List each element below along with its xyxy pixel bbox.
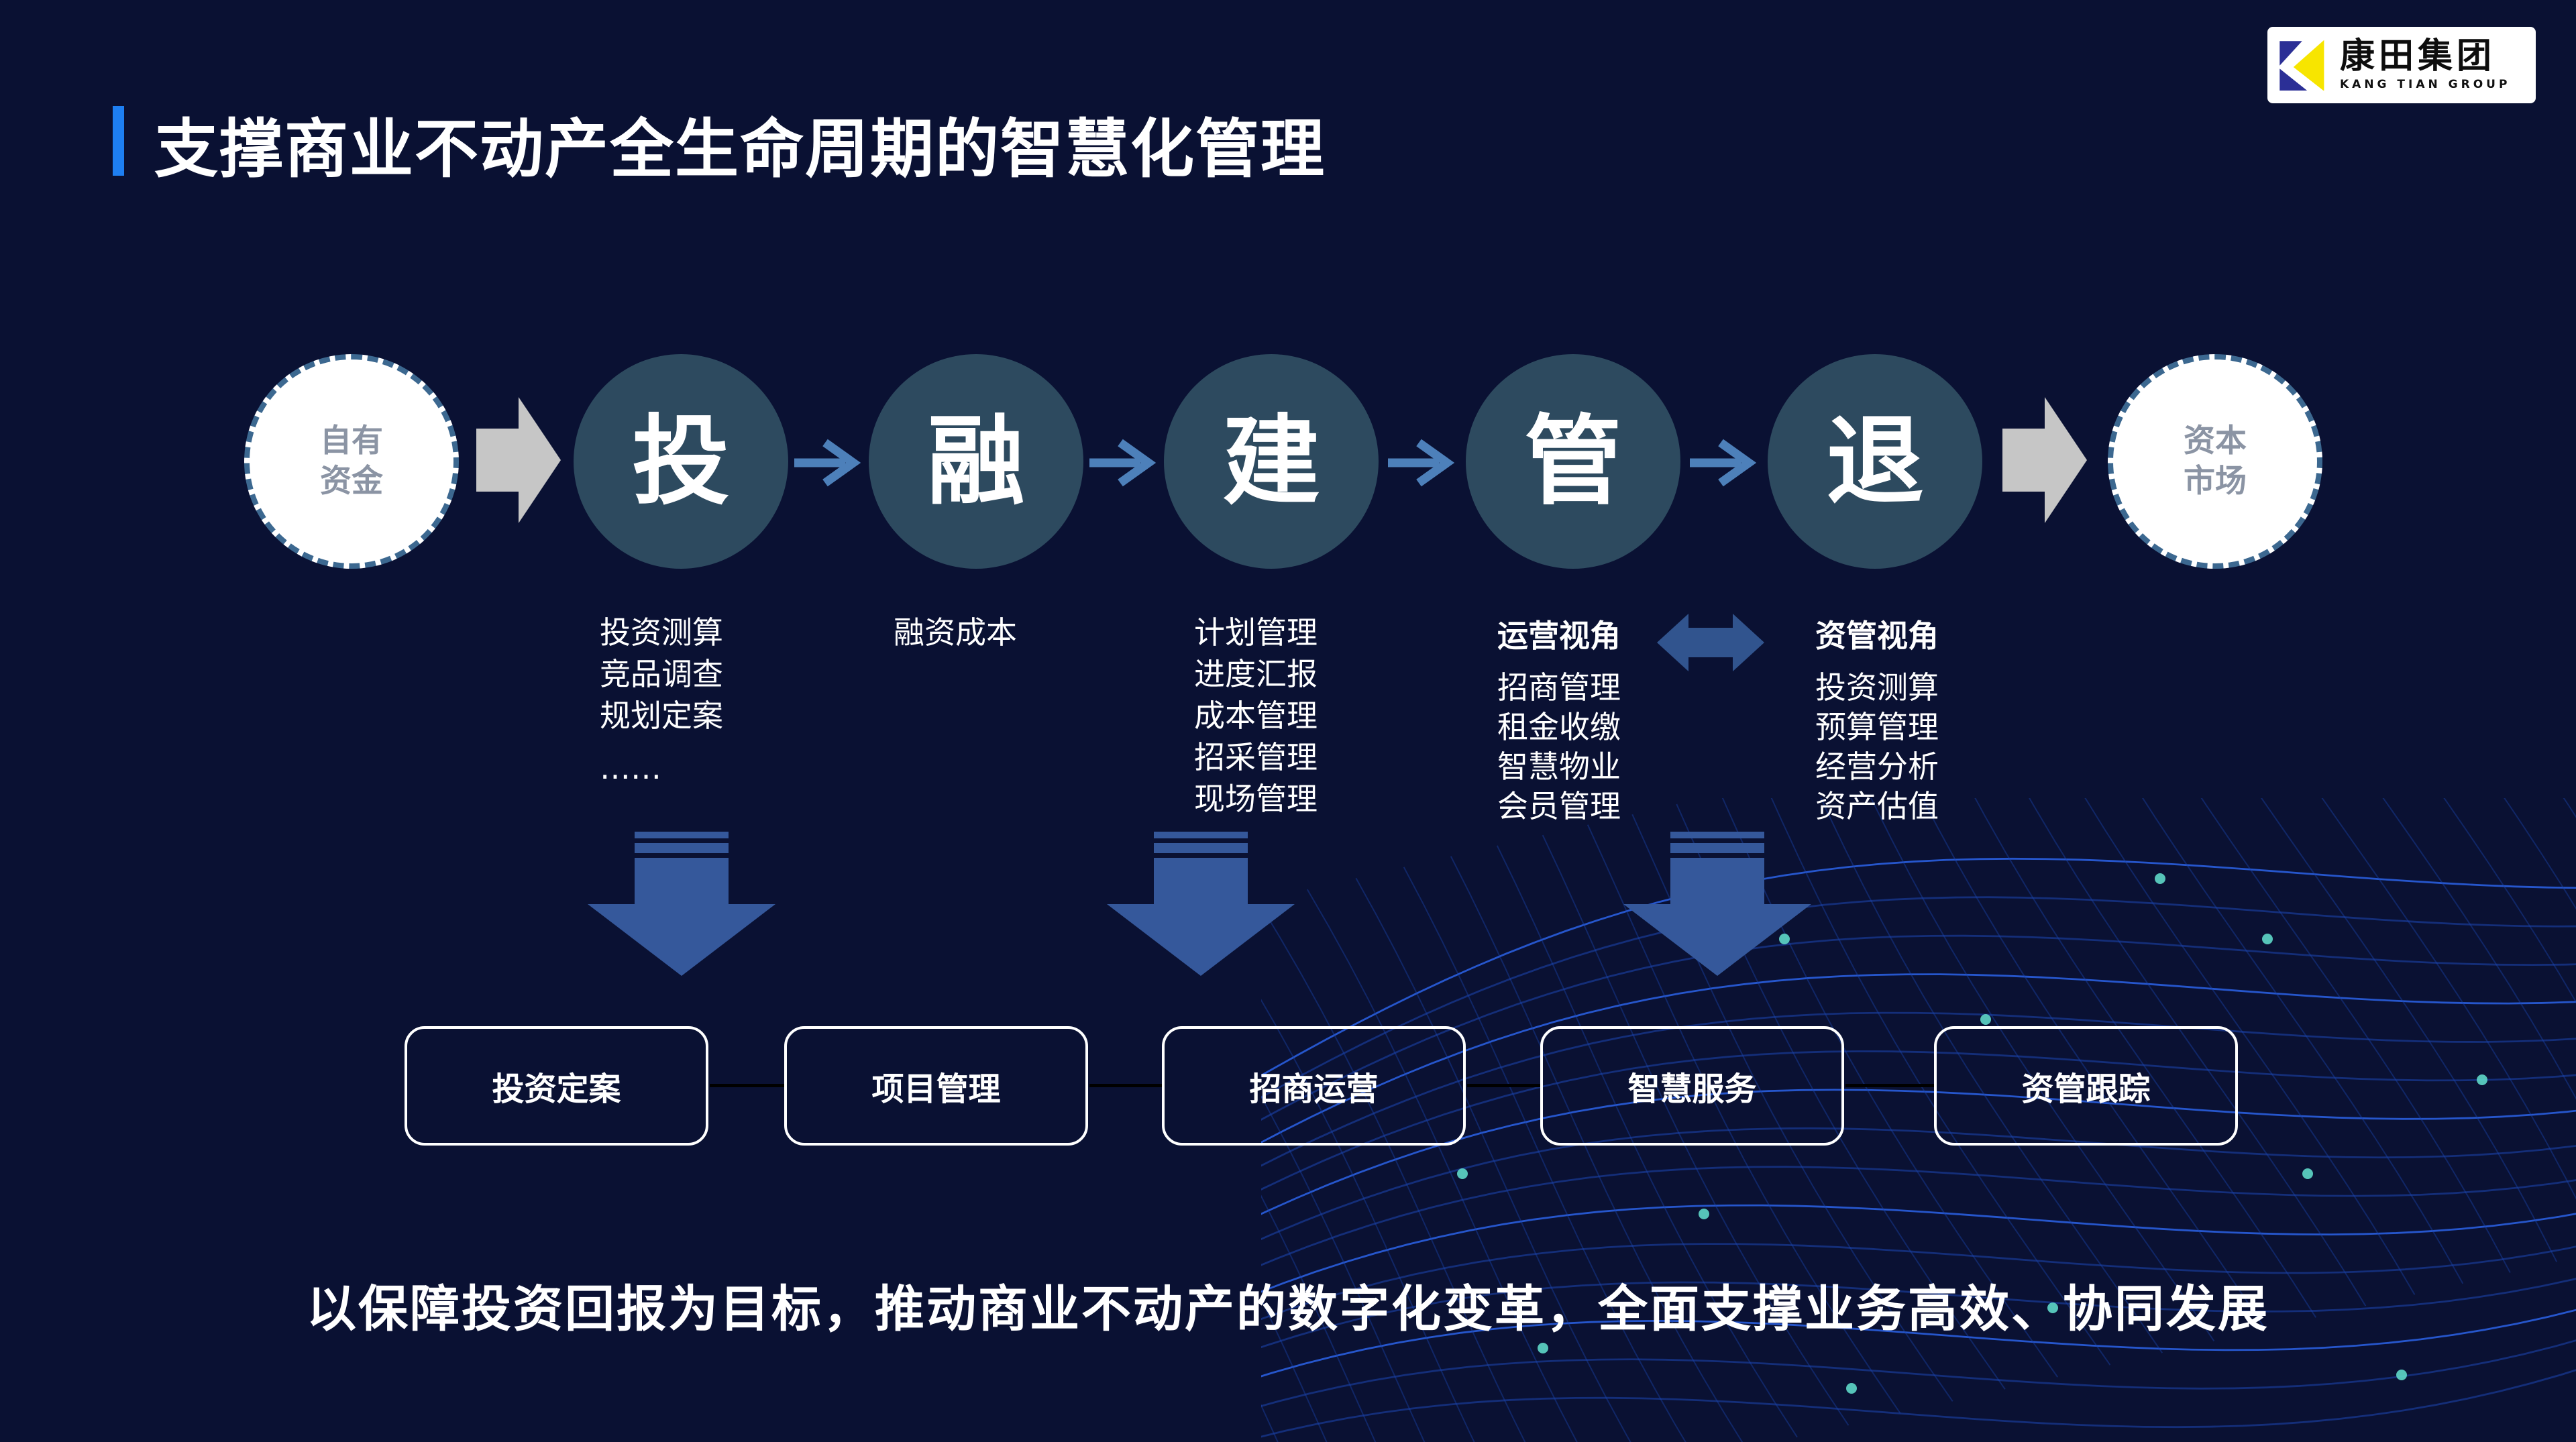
stage-char: 退	[1826, 404, 1924, 518]
stage-circle-exit: 退	[1768, 354, 1982, 569]
stage-list-exit: 投资测算 预算管理 经营分析 资产估值	[1815, 668, 1939, 826]
stage-connector-arrow-icon	[794, 439, 861, 487]
company-logo: 康田集团 KANG TIAN GROUP	[2267, 27, 2536, 103]
list-item: ……	[600, 750, 661, 786]
down-arrow-icon	[588, 832, 775, 976]
module-label: 项目管理	[871, 1070, 1001, 1108]
list-item: 竞品调查	[600, 656, 723, 692]
module-label: 资管跟踪	[2021, 1070, 2151, 1108]
module-connector-line	[1089, 1084, 1162, 1087]
module-connector-line	[1845, 1084, 1934, 1087]
title-accent-bar	[113, 106, 124, 176]
list-item: 规划定案	[600, 698, 723, 734]
perspective-heading-asset: 资管视角	[1815, 618, 1939, 654]
logo-name-cn: 康田集团	[2340, 36, 2496, 76]
module-box-asset-tracking: 资管跟踪	[1934, 1026, 2238, 1146]
list-item: 智慧物业	[1497, 748, 1621, 785]
stage-char: 管	[1524, 404, 1622, 518]
sink-circle: 资本 市场	[2108, 354, 2322, 569]
stage-connector-arrow-icon	[1388, 439, 1455, 487]
down-arrow-icon	[1107, 832, 1295, 976]
stage-circle-invest: 投	[574, 354, 788, 569]
stage-connector-arrow-icon	[1690, 439, 1757, 487]
module-label: 投资定案	[492, 1070, 621, 1108]
sink-circle-label-line: 市场	[2184, 463, 2247, 500]
list-item: 成本管理	[1194, 698, 1318, 734]
flow-block-arrow-icon	[2002, 397, 2087, 523]
module-box-project-management: 项目管理	[784, 1026, 1088, 1146]
list-item: 招采管理	[1194, 739, 1318, 775]
stage-connector-arrow-icon	[1089, 439, 1157, 487]
perspective-swap-arrow-icon	[1657, 614, 1764, 671]
source-circle: 自有 资金	[244, 354, 459, 569]
footer-statement: 以保障投资回报为目标，推动商业不动产的数字化变革，全面支撑业务高效、协同发展	[307, 1280, 2269, 1338]
stage-list-build: 计划管理 进度汇报 成本管理 招采管理 现场管理	[1194, 612, 1318, 820]
flow-block-arrow-icon	[476, 397, 561, 523]
stage-list-invest: 投资测算 竞品调查 规划定案 ……	[600, 612, 723, 789]
logo-name-en: KANG TIAN GROUP	[2340, 78, 2511, 91]
logo-text: 康田集团 KANG TIAN GROUP	[2340, 39, 2510, 91]
list-item: 招商管理	[1497, 669, 1621, 706]
source-circle-label-line: 资金	[320, 463, 383, 500]
list-item: 现场管理	[1194, 781, 1318, 817]
module-box-invest-decision: 投资定案	[405, 1026, 708, 1146]
stage-list-operate: 招商管理 租金收缴 智慧物业 会员管理	[1497, 668, 1621, 826]
down-arrow-icon	[1623, 832, 1811, 976]
stage-circle-operate: 管	[1466, 354, 1680, 569]
list-item: 资产估值	[1815, 788, 1939, 824]
list-item: 预算管理	[1815, 709, 1939, 745]
module-label: 智慧服务	[1627, 1070, 1757, 1108]
list-item: 投资测算	[600, 614, 723, 651]
module-connector-line	[1467, 1084, 1540, 1087]
list-item: 投资测算	[1815, 669, 1939, 706]
stage-char: 融	[927, 404, 1025, 518]
stage-circle-build: 建	[1164, 354, 1379, 569]
module-box-smart-services: 智慧服务	[1540, 1026, 1844, 1146]
list-item: 进度汇报	[1194, 656, 1318, 692]
list-item: 租金收缴	[1497, 709, 1621, 745]
source-circle-label-line: 自有	[320, 422, 383, 459]
sink-circle-label-line: 资本	[2184, 422, 2247, 459]
stage-circle-finance: 融	[869, 354, 1083, 569]
stage-list-finance: 融资成本	[894, 612, 1017, 653]
kangtian-logo-icon	[2278, 40, 2329, 91]
page-title: 支撑商业不动产全生命周期的智慧化管理	[154, 113, 1326, 186]
module-label: 招商运营	[1249, 1070, 1379, 1108]
module-connector-line	[710, 1084, 784, 1087]
list-item: 计划管理	[1194, 614, 1318, 651]
stage-char: 投	[632, 404, 730, 518]
list-item: 融资成本	[894, 614, 1017, 651]
stage-char: 建	[1222, 404, 1320, 518]
perspective-heading-operations: 运营视角	[1497, 618, 1621, 654]
list-item: 经营分析	[1815, 748, 1939, 785]
module-box-leasing-operations: 招商运营	[1162, 1026, 1466, 1146]
list-item: 会员管理	[1497, 788, 1621, 824]
